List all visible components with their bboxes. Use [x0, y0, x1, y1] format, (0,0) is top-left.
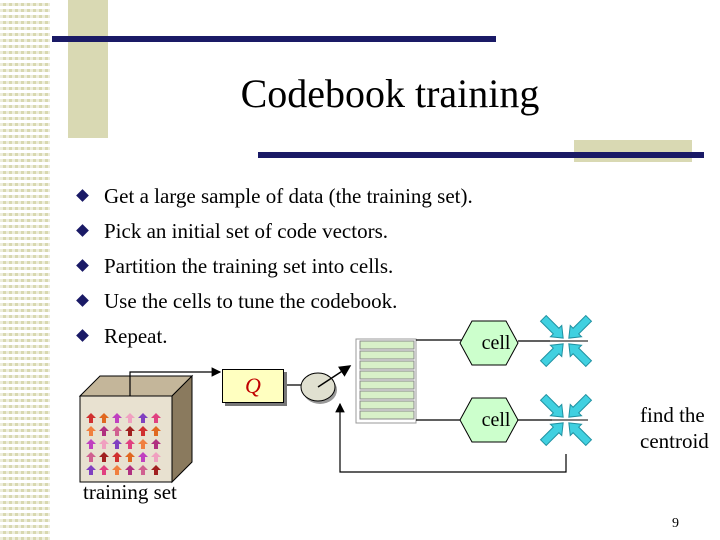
inward-arrow-icon	[568, 314, 593, 339]
bullet-item: Pick an initial set of code vectors.	[76, 213, 473, 248]
title-top-rule	[52, 36, 496, 42]
vector-arrow-icon	[125, 426, 135, 436]
codebook-row	[359, 400, 415, 410]
cell-label-bottom-wrap: cell	[446, 398, 518, 442]
bullet-text: Partition the training set into cells.	[104, 253, 394, 278]
vector-arrow-icon	[86, 439, 96, 449]
inward-arrow-icon	[568, 343, 593, 368]
vector-arrow-icon	[151, 465, 161, 475]
codebook-row	[359, 360, 415, 370]
page-number: 9	[672, 516, 679, 531]
connector-line	[129, 367, 222, 396]
converging-arrows-icon	[539, 393, 593, 447]
codebook-row	[359, 410, 415, 420]
inward-arrow-icon	[568, 422, 593, 447]
bullet-text: Pick an initial set of code vectors.	[104, 218, 389, 243]
vector-arrow-icon	[125, 465, 135, 475]
vector-arrow-icon	[125, 439, 135, 449]
bullet-item: Repeat.	[76, 318, 473, 353]
codebook-row	[359, 370, 415, 380]
slide-title: Codebook training	[240, 71, 540, 116]
vector-arrow-icon	[99, 426, 109, 436]
codebook-row	[359, 380, 415, 390]
vector-arrow-icon	[138, 452, 148, 462]
codebook-row	[359, 340, 415, 350]
quantizer-box: Q	[222, 369, 284, 403]
vector-arrow-icon	[86, 426, 96, 436]
bullet-item: Use the cells to tune the codebook.	[76, 283, 473, 318]
codebook-row	[359, 390, 415, 400]
cell-label: cell	[481, 408, 511, 431]
feedback-loop-line	[335, 402, 567, 473]
inward-arrow-icon	[539, 314, 564, 339]
vector-arrow-icon	[99, 465, 109, 475]
training-vectors	[86, 413, 161, 475]
vector-arrow-icon	[151, 413, 161, 423]
converging-arrows-icon	[539, 314, 593, 368]
vector-arrow-icon	[151, 452, 161, 462]
vector-arrow-icon	[99, 452, 109, 462]
inward-arrow-icon	[539, 393, 564, 418]
inward-arrow-icon	[539, 343, 564, 368]
vector-arrow-icon	[138, 426, 148, 436]
training-set-label: training set	[83, 480, 177, 504]
vector-arrow-icon	[151, 426, 161, 436]
title-bottom-rule	[258, 152, 704, 158]
vector-arrow-icon	[138, 439, 148, 449]
vector-arrow-icon	[112, 413, 122, 423]
vector-arrow-icon	[112, 465, 122, 475]
bullet-list: Get a large sample of data (the training…	[76, 178, 473, 353]
vector-arrow-icon	[99, 439, 109, 449]
inward-arrow-icon	[539, 422, 564, 447]
vector-arrow-icon	[151, 439, 161, 449]
vector-arrow-icon	[138, 465, 148, 475]
bullet-text: Get a large sample of data (the training…	[104, 183, 473, 208]
cell-label-top-wrap: cell	[446, 321, 518, 365]
bullet-item: Partition the training set into cells.	[76, 248, 473, 283]
bullet-item: Get a large sample of data (the training…	[76, 178, 473, 213]
codebook-table	[355, 338, 417, 424]
vector-arrow-icon	[86, 452, 96, 462]
vector-arrow-icon	[86, 413, 96, 423]
decorative-stripe-overlay	[0, 0, 50, 540]
codebook-row	[359, 350, 415, 360]
bullet-text: Repeat.	[104, 323, 168, 348]
cell-hexagon-top	[459, 320, 519, 366]
training-set-cube	[78, 374, 194, 484]
bullet-text: Use the cells to tune the codebook.	[104, 288, 398, 313]
vector-arrow-icon	[86, 465, 96, 475]
quantizer-dial-icon	[300, 365, 352, 404]
vector-arrow-icon	[125, 413, 135, 423]
vector-arrow-icon	[138, 413, 148, 423]
centroid-label: find the centroid	[640, 402, 709, 454]
vector-arrow-icon	[112, 452, 122, 462]
decorative-block-top	[68, 0, 108, 138]
cell-label: cell	[481, 331, 511, 354]
vector-arrow-icon	[112, 426, 122, 436]
inward-arrow-icon	[568, 393, 593, 418]
vector-arrow-icon	[112, 439, 122, 449]
vector-arrow-icon	[125, 452, 135, 462]
centroid-label-line: centroid	[640, 429, 709, 453]
centroid-label-line: find the	[640, 403, 705, 427]
vector-arrow-icon	[99, 413, 109, 423]
